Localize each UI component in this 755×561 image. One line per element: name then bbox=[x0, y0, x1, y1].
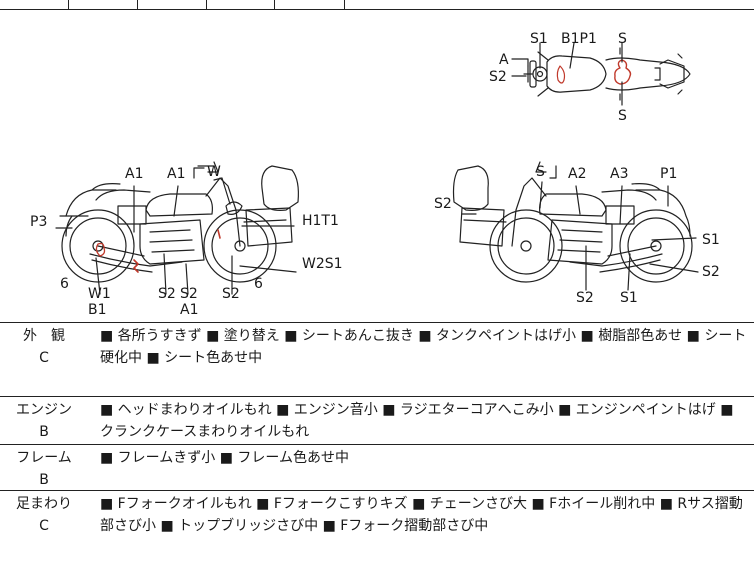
label-right-a3: A3 bbox=[610, 166, 628, 182]
left-side-bike bbox=[59, 161, 299, 283]
label-right-s: S bbox=[536, 164, 545, 180]
row-description: ■ フレームきず小 ■ フレーム色あせ中 bbox=[100, 450, 349, 466]
label-right-s2-bottom: S2 bbox=[576, 290, 594, 306]
table-row: エンジン B ■ ヘッドまわりオイルもれ ■ エンジン音小 ■ ラジエターコアへ… bbox=[0, 396, 754, 447]
label-left-s2-b: S2 bbox=[180, 286, 198, 302]
strip-cell bbox=[274, 0, 275, 9]
row-description: ■ Fフォークオイルもれ ■ Fフォークこすりキズ ■ チェーンさび大 ■ Fホ… bbox=[100, 496, 743, 534]
motorcycle-diagram: S1 B1P1 S A S2 S A1 A1 W H1T1 P3 W2S1 6 … bbox=[30, 31, 720, 318]
label-right-s1: S1 bbox=[702, 232, 720, 248]
label-left-s2-a: S2 bbox=[158, 286, 176, 302]
table-row: フレーム B ■ フレームきず小 ■ フレーム色あせ中 bbox=[0, 444, 754, 491]
damage-mark bbox=[614, 59, 632, 85]
label-right-s2-right: S2 bbox=[702, 264, 720, 280]
label-left-a1-mid: A1 bbox=[167, 166, 185, 182]
header-strip bbox=[0, 0, 754, 10]
label-left-p3: P3 bbox=[30, 214, 47, 230]
strip-cell bbox=[68, 0, 69, 9]
label-top-b1p1: B1P1 bbox=[561, 31, 597, 47]
table-row: 外 観 C ■ 各所うすきず ■ 塗り替え ■ シートあんこ抜き ■ タンクペイ… bbox=[0, 322, 754, 395]
row-category: 外 観 C bbox=[0, 323, 88, 369]
label-top-s2: S2 bbox=[489, 69, 507, 85]
category-grade: B bbox=[39, 472, 49, 488]
label-left-h1t1: H1T1 bbox=[302, 213, 339, 229]
label-left-a1-bottom: A1 bbox=[180, 302, 198, 318]
category-label: 足まわり bbox=[16, 496, 72, 512]
strip-cell bbox=[206, 0, 207, 9]
label-right-s1-bottom: S1 bbox=[620, 290, 638, 306]
row-category: エンジン B bbox=[0, 397, 88, 443]
table-row: 足まわり C ■ Fフォークオイルもれ ■ Fフォークこすりキズ ■ チェーンさ… bbox=[0, 490, 754, 561]
label-left-b1: B1 bbox=[88, 302, 107, 318]
damage-mark bbox=[556, 65, 566, 84]
row-description: ■ ヘッドまわりオイルもれ ■ エンジン音小 ■ ラジエターコアへこみ小 ■ エ… bbox=[100, 402, 734, 440]
label-left-a1: A1 bbox=[125, 166, 143, 182]
label-right-p1: P1 bbox=[660, 166, 677, 182]
category-grade: C bbox=[39, 350, 49, 366]
label-top-s1: S1 bbox=[530, 31, 548, 47]
strip-cell bbox=[137, 0, 138, 9]
label-top-s-bottom: S bbox=[618, 108, 627, 124]
row-category: フレーム B bbox=[0, 445, 88, 491]
label-left-6: 6 bbox=[60, 276, 69, 292]
label-right-a2: A2 bbox=[568, 166, 586, 182]
category-label: エンジン bbox=[16, 402, 72, 418]
damage-mark bbox=[95, 242, 106, 257]
category-label: 外 観 bbox=[23, 328, 65, 344]
row-description: ■ 各所うすきず ■ 塗り替え ■ シートあんこ抜き ■ タンクペイントはげ小 … bbox=[100, 328, 747, 366]
label-left-w: W bbox=[207, 164, 221, 180]
category-label: フレーム bbox=[16, 450, 72, 466]
strip-cell bbox=[344, 0, 345, 9]
label-left-s2-c: S2 bbox=[222, 286, 240, 302]
category-grade: B bbox=[39, 424, 49, 440]
label-left-w1: W1 bbox=[88, 286, 111, 302]
damage-mark bbox=[217, 229, 221, 239]
right-side-bike bbox=[452, 161, 693, 283]
label-left-w2s1: W2S1 bbox=[302, 256, 343, 272]
category-grade: C bbox=[39, 518, 49, 534]
damage-mark bbox=[133, 259, 139, 273]
label-top-a: A bbox=[499, 52, 509, 68]
label-right-s2: S2 bbox=[434, 196, 452, 212]
top-view-bike bbox=[523, 47, 691, 101]
label-left-6-right: 6 bbox=[254, 276, 263, 292]
label-top-s: S bbox=[618, 31, 627, 47]
row-category: 足まわり C bbox=[0, 491, 88, 537]
